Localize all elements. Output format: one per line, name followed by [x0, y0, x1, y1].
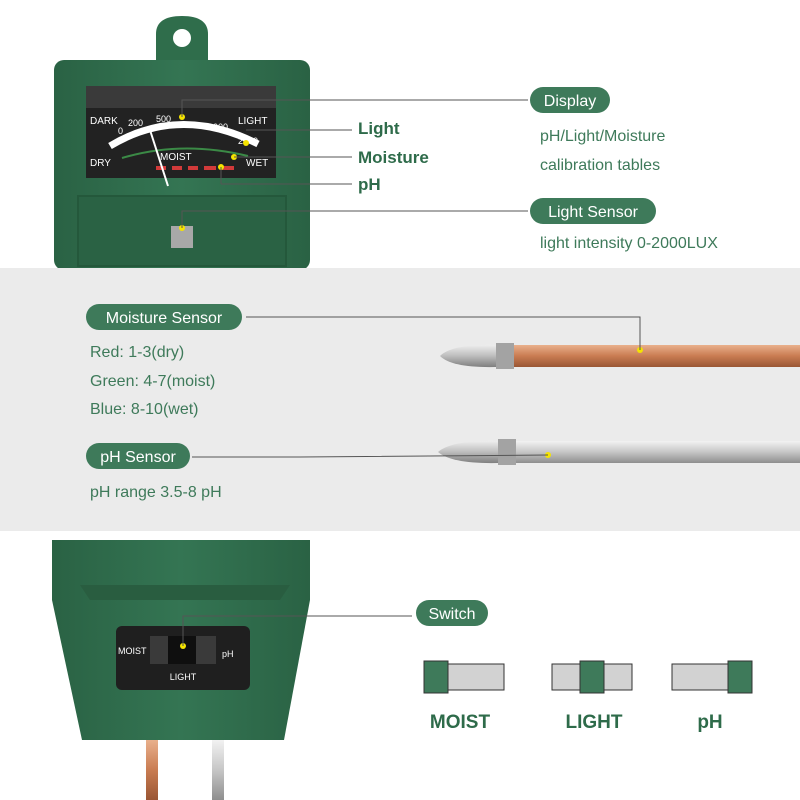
light-sensor-desc: light intensity 0-2000LUX	[540, 235, 718, 252]
meter-bottom-ridge	[80, 585, 290, 600]
meter-needle	[149, 129, 169, 187]
light-sensor-pill	[530, 198, 656, 224]
tick-0-text: 0	[118, 126, 123, 136]
switch-position-moist	[423, 660, 505, 694]
ph-red-segment	[156, 166, 166, 170]
switch-pos-ph-label: pH	[697, 712, 722, 733]
copper-rod-collar	[496, 343, 514, 369]
switch-pos-moist-label: MOIST	[430, 712, 491, 733]
light-callout: Light	[358, 119, 400, 138]
silver-rod	[514, 441, 800, 463]
switch-knob-moist	[423, 660, 449, 694]
ph-sensor-leader-line	[192, 454, 549, 458]
light-marker	[243, 140, 249, 146]
tick-1000-text: 1000	[208, 122, 228, 132]
moisture-green-range: Green: 4-7(moist)	[90, 373, 215, 390]
display-pill	[530, 87, 610, 113]
ph-sensor-pill	[86, 443, 190, 469]
moisture-sensor-leader-line	[246, 316, 641, 350]
switch-position-light	[551, 660, 633, 694]
silver-rod-collar	[498, 439, 516, 465]
ph-sensor-label: pH Sensor	[100, 449, 176, 466]
switch-pill	[416, 600, 488, 626]
display-desc-line2: calibration tables	[540, 157, 660, 174]
display-desc-line1: pH/Light/Moisture	[540, 128, 665, 145]
switch-leader-line	[182, 615, 412, 646]
meter-device-top: DARK LIGHT DRY MOIST WET 0 200 500 1000 …	[54, 16, 310, 270]
scale-dry-text: DRY	[90, 158, 111, 169]
scale-moist-text: MOIST	[160, 152, 192, 163]
switch-label: Switch	[428, 606, 475, 623]
moisture-probe	[440, 343, 800, 369]
moisture-scale-arc	[121, 147, 249, 159]
device-switch-light: LIGHT	[170, 672, 197, 682]
moisture-callout: Moisture	[358, 148, 429, 167]
meter-device-bottom: MOIST pH LIGHT	[52, 540, 310, 800]
ph-callout: pH	[358, 175, 381, 194]
switch-pos-light-label: LIGHT	[566, 712, 623, 733]
tick-500-text: 500	[156, 114, 171, 124]
device-switch-ph: pH	[222, 649, 234, 659]
moisture-blue-range: Blue: 8-10(wet)	[90, 401, 199, 418]
moisture-sensor-label: Moisture Sensor	[106, 310, 223, 327]
switch-position-ph	[671, 660, 753, 694]
moisture-red-range: Red: 1-3(dry)	[90, 344, 184, 361]
bottom-silver-rod	[212, 740, 224, 800]
display-top-strip	[86, 86, 276, 108]
ph-probe-tip	[438, 440, 498, 464]
tick-200-text: 200	[128, 118, 143, 128]
light-sensor-leader-line	[181, 210, 528, 228]
switch-knob-ph	[727, 660, 753, 694]
light-sensor-label: Light Sensor	[548, 204, 639, 221]
copper-rod	[500, 345, 800, 367]
moisture-probe-tip	[440, 344, 496, 368]
moisture-sensor-pill	[86, 304, 242, 330]
hang-hole	[173, 29, 191, 47]
display-label: Display	[544, 93, 596, 110]
ph-red-segment	[222, 166, 234, 170]
ph-probe	[438, 439, 800, 465]
ph-red-segment	[172, 166, 182, 170]
ph-red-segment	[204, 166, 216, 170]
switch-knob-light	[579, 660, 605, 694]
light-sensor-window	[171, 226, 193, 248]
device-switch-moist: MOIST	[118, 646, 147, 656]
switch-knob[interactable]	[168, 636, 196, 664]
scale-wet-text: WET	[246, 158, 268, 169]
bottom-copper-rod	[146, 740, 158, 800]
display-leader-line	[181, 99, 528, 117]
ph-red-segment	[188, 166, 198, 170]
light-scale-arc	[108, 121, 260, 150]
scale-light-text: LIGHT	[238, 116, 267, 127]
scale-dark-text: DARK	[90, 116, 118, 127]
ph-sensor-desc: pH range 3.5-8 pH	[90, 484, 222, 501]
